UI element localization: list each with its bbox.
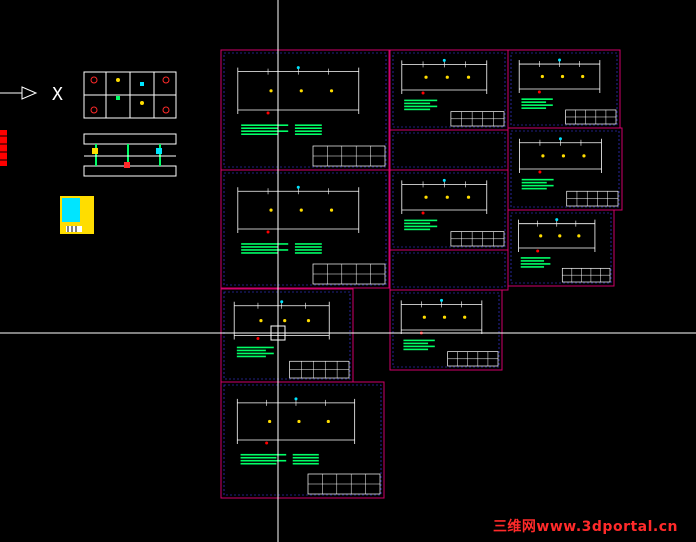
watermark: 三维网www.3dportal.cn xyxy=(492,519,678,535)
drawing-sheet xyxy=(507,209,615,287)
notes-text xyxy=(404,219,438,231)
title-block xyxy=(450,111,505,127)
drawing-sheet xyxy=(220,49,390,171)
drawing-sheets xyxy=(220,49,623,499)
notes-text xyxy=(521,98,553,109)
title-block xyxy=(566,190,619,207)
member-geometry xyxy=(401,58,488,95)
title-block xyxy=(312,263,386,285)
red-block-left xyxy=(0,130,7,166)
notes-text xyxy=(520,257,551,268)
drawing-sheet xyxy=(507,49,621,129)
member-geometry xyxy=(236,397,356,445)
member-geometry xyxy=(519,137,602,174)
notes-text xyxy=(240,453,319,465)
legend-block xyxy=(60,196,94,234)
drawing-sheet xyxy=(220,381,385,499)
ucs-icon xyxy=(0,86,38,100)
title-block xyxy=(307,473,381,495)
member-geometry xyxy=(518,58,601,94)
drawing-sheet xyxy=(389,129,509,171)
section-detail xyxy=(83,133,177,177)
drawing-sheet xyxy=(220,169,390,289)
title-block xyxy=(289,360,350,379)
notes-text xyxy=(403,339,435,351)
title-block xyxy=(312,145,386,167)
member-geometry xyxy=(237,66,360,115)
notes-text xyxy=(241,243,322,254)
member-geometry xyxy=(237,185,360,234)
plan-detail xyxy=(83,71,177,119)
notes-text xyxy=(241,124,322,135)
title-block xyxy=(561,267,611,283)
title-block xyxy=(565,109,617,125)
title-block xyxy=(450,231,505,247)
notes-text xyxy=(521,178,554,190)
notes-text xyxy=(404,99,438,111)
member-geometry xyxy=(400,298,483,335)
member-geometry xyxy=(518,218,596,253)
drawing-sheet xyxy=(507,127,623,211)
notes-text xyxy=(236,346,274,358)
drawing-sheet xyxy=(389,169,509,251)
drawing-sheet xyxy=(389,49,509,131)
ucs-x-label: X xyxy=(52,84,63,105)
drawing-sheet xyxy=(389,289,503,371)
member-geometry xyxy=(233,300,330,340)
title-block xyxy=(447,351,499,367)
drawing-sheet xyxy=(220,288,354,383)
member-geometry xyxy=(401,178,488,215)
drawing-sheet xyxy=(389,249,509,291)
